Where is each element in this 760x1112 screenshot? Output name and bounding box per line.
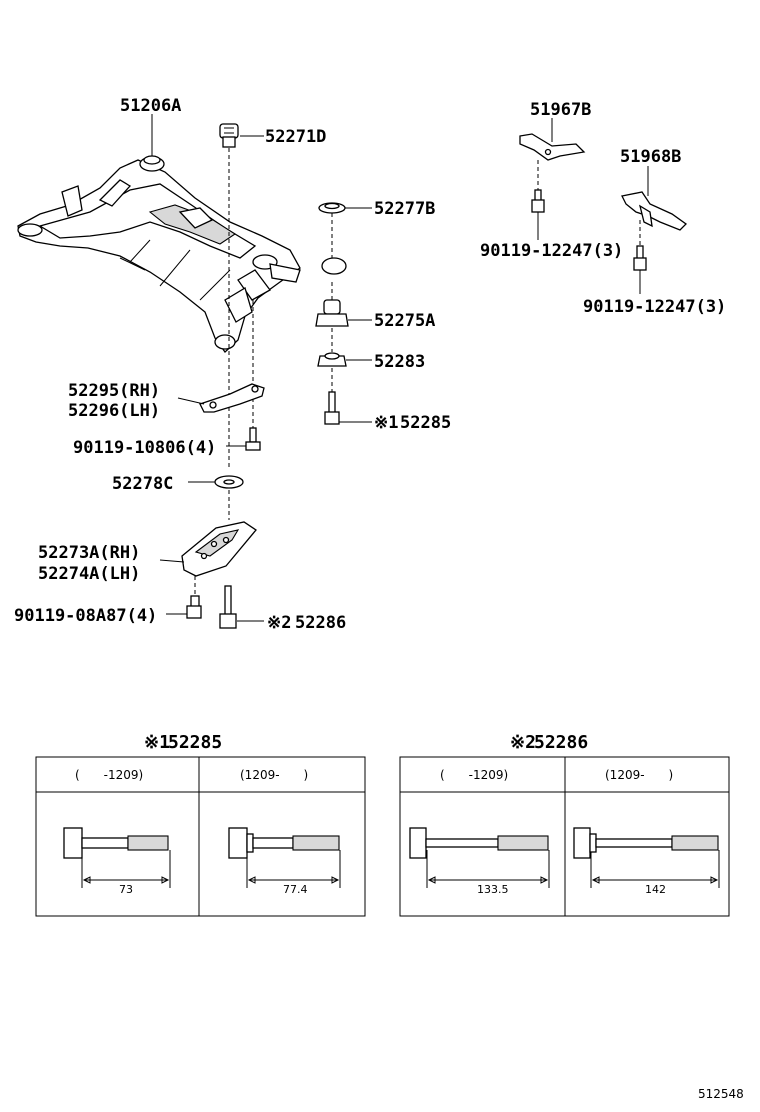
cushion-52275A [315, 299, 349, 327]
callout-52277B: 52277B [374, 199, 435, 219]
callout-90119-12247-a: 90119-12247(3) [480, 241, 623, 261]
callout-51968B: 51968B [620, 147, 681, 167]
callout-52278C: 52278C [112, 474, 173, 494]
callout-90119-10806: 90119-10806(4) [73, 438, 216, 458]
table2-dim-2: 142 [645, 883, 666, 896]
callout-52274A: 52274A(LH) [38, 564, 140, 584]
bracket-51968B [621, 191, 688, 231]
table2-bolt-2: 142 [573, 827, 720, 896]
bolt-table-52286: ※2 52286 ( -1209) (1209- ) 133.5 [399, 732, 730, 917]
figure-id: 512548 [698, 1087, 744, 1101]
table1-dim-2: 77.4 [283, 883, 308, 896]
bracket-52295-52296 [199, 383, 265, 413]
callout-51206A: 51206A [120, 96, 181, 116]
callout-52296: 52296(LH) [68, 401, 160, 421]
table1-bolt-2: 77.4 [228, 827, 341, 896]
callout-52295: 52295(RH) [68, 381, 160, 401]
leader-lines [151, 114, 649, 622]
bolt-90119-08A87 [186, 595, 202, 619]
callout-52273A: 52273A(RH) [38, 543, 140, 563]
bushing-at-frame [321, 257, 347, 275]
stopper-52277B [318, 202, 346, 214]
plate-52273A-52274A [181, 521, 257, 577]
table2-col2-header: (1209- ) [605, 768, 673, 782]
callout-52285: 52285 [400, 413, 451, 433]
table2-bolt-1: 133.5 [409, 827, 550, 896]
table2-title-mark: ※2 [510, 732, 536, 753]
callout-52286: 52286 [295, 613, 346, 633]
table2-col1-header: ( -1209) [440, 768, 508, 782]
table1-title-mark: ※1 [144, 732, 170, 753]
table1-dim-1: 73 [119, 883, 133, 896]
bolt-52285 [324, 391, 340, 425]
bolt-90119-12247-a [531, 189, 545, 213]
bush-52271D [219, 123, 239, 148]
bolt-52286 [219, 585, 237, 629]
bracket-51967B [519, 133, 586, 161]
callout-52275A: 52275A [374, 311, 435, 331]
table1-col2-header: (1209- ) [240, 768, 308, 782]
table1-col1-header: ( -1209) [75, 768, 143, 782]
callout-52283: 52283 [374, 352, 425, 372]
table1-bolt-1: 73 [63, 827, 171, 896]
bolt-table-52285: ※1 52285 ( -1209) (1209- ) 73 [35, 732, 366, 917]
table2-title: 52286 [534, 732, 588, 753]
crossmember-51206A [17, 155, 301, 353]
callout-52286-mark: ※2 [267, 613, 291, 633]
callout-90119-12247-b: 90119-12247(3) [583, 297, 726, 317]
retainer-52283 [317, 352, 347, 367]
callout-52271D: 52271D [265, 127, 326, 147]
table1-title: 52285 [168, 732, 222, 753]
washer-52278C [214, 475, 244, 489]
bolt-90119-10806 [245, 427, 261, 451]
table2-dim-1: 133.5 [477, 883, 509, 896]
callout-90119-08A87: 90119-08A87(4) [14, 606, 157, 626]
callout-51967B: 51967B [530, 100, 591, 120]
callout-52285-mark: ※1 [374, 413, 398, 433]
bolt-90119-12247-b [633, 245, 647, 271]
